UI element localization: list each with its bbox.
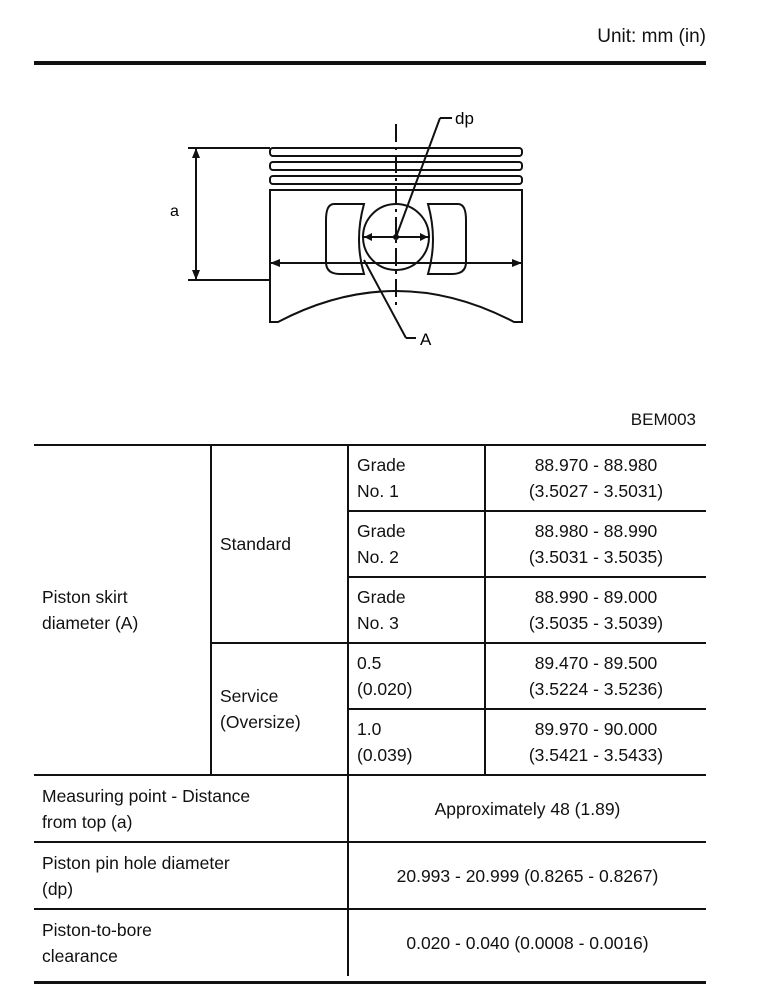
a-label: a (170, 203, 179, 220)
piston-diagram: dp a A (170, 109, 523, 349)
value-cell: 88.980 - 88.990(3.5031 - 3.5035) (484, 511, 706, 578)
piston-body (269, 189, 523, 323)
figure-code: BEM003 (630, 410, 696, 429)
A-label: A (420, 330, 432, 349)
measuring-value: Approximately 48 (1.89) (347, 775, 706, 843)
value-cell: 88.990 - 89.000(3.5035 - 3.5039) (484, 577, 706, 644)
a-leader (363, 259, 407, 339)
oversize-cell: 1.0(0.039) (347, 709, 485, 776)
table-row: Piston pin hole diameter(dp) 20.993 - 20… (34, 842, 706, 910)
clearance-value: 0.020 - 0.040 (0.0008 - 0.0016) (347, 909, 706, 976)
bottom-rule (34, 981, 706, 984)
pinhole-label: Piston pin hole diameter(dp) (34, 842, 348, 910)
piston-ring-3 (269, 175, 523, 185)
pinhole-value: 20.993 - 20.999 (0.8265 - 0.8267) (347, 842, 706, 910)
top-rule (34, 61, 706, 65)
dp-label: dp (455, 109, 474, 128)
service-label: Service(Oversize) (210, 643, 348, 776)
standard-label: Standard (210, 444, 348, 644)
oversize-cell: 0.5(0.020) (347, 643, 485, 710)
table-row: 1.0(0.039) 89.970 - 90.000(3.5421 - 3.54… (34, 709, 706, 776)
unit-label: Unit: mm (in) (597, 26, 706, 47)
value-cell: 89.970 - 90.000(3.5421 - 3.5433) (484, 709, 706, 776)
value-cell: 89.470 - 89.500(3.5224 - 3.5236) (484, 643, 706, 710)
pin-boss-left (325, 203, 366, 275)
pin-boss-right (426, 203, 467, 275)
dp-leader (395, 117, 441, 238)
table-row: Service(Oversize) 0.5(0.020) 89.470 - 89… (34, 643, 706, 776)
value-cell: 88.970 - 88.980(3.5027 - 3.5031) (484, 444, 706, 512)
